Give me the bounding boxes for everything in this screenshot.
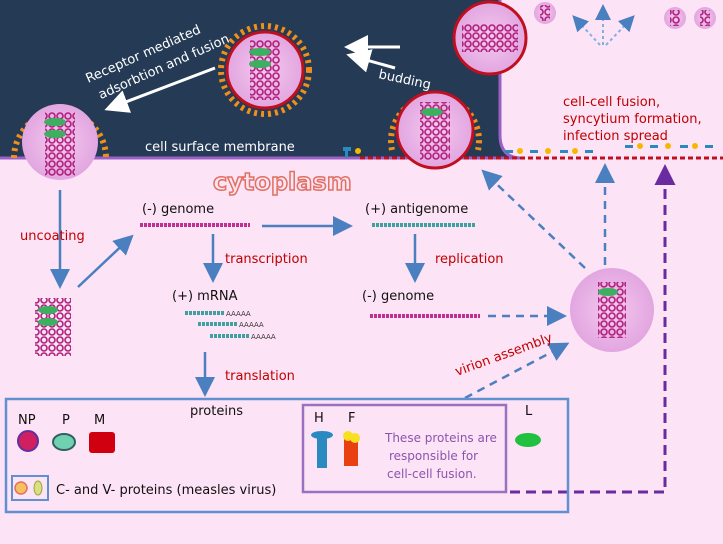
fusion-arrow [510,164,676,494]
l-protein-icon [515,433,541,447]
transcription-label: transcription [225,252,308,267]
spread-label-1: cell-cell fusion, [563,95,660,110]
p-protein-icon [52,433,76,451]
h-protein-icon [311,431,333,468]
f-protein-icon [343,431,360,466]
membrane-label: cell surface membrane [145,140,295,155]
cv-proteins-label: C- and V- proteins (measles virus) [56,483,276,498]
h-label: H [314,411,324,426]
proteins-label: proteins [190,404,243,419]
arrows-dispersal [572,4,635,46]
virion-adsorbing [11,104,109,180]
replication-label: replication [435,252,504,267]
f-label: F [348,411,355,426]
nucleocapsid-uncoated [35,298,71,356]
polya-tail: AAAAA [251,333,276,341]
neg-genome-label: (-) genome [142,202,214,217]
m-label: M [94,413,105,428]
l-label: L [525,404,533,419]
fusion-note-3: cell-cell fusion. [387,467,477,481]
proteins-box [4,397,570,514]
p-label: P [62,413,70,428]
polya-tail: AAAAA [239,321,264,329]
v-protein-icon [33,480,43,496]
polya-tail: AAAAA [226,310,251,318]
mrna-label: (+) mRNA [172,289,238,304]
uncoating-label: uncoating [20,229,85,244]
virion-free [218,23,312,117]
translation-label: translation [225,369,295,384]
m-protein-icon [89,432,115,453]
fusion-proteins-box [301,403,508,494]
virion-released [452,0,528,76]
spread-label-2: syncytium formation, [563,112,702,127]
pathway-arrows [50,190,425,397]
antigenome-label: (+) antigenome [365,202,468,217]
mrna-strands [185,311,250,338]
assembly-arrows [464,163,615,400]
np-label: NP [18,413,36,428]
virion-budding [388,90,482,170]
neg-genome-label-2: (-) genome [362,289,434,304]
virion-assembly-particle [570,268,654,352]
c-protein-icon [14,481,28,495]
virions-small [534,2,716,29]
arrow-budding [346,49,396,73]
fusion-note-2: responsible for [389,449,478,463]
fusion-note-1: These proteins are [384,431,497,445]
arrow-adsorption [104,66,216,113]
spread-label-3: infection spread [563,129,668,144]
cytoplasm-label: cytoplasm [213,168,352,196]
cv-protein-frame [11,475,49,501]
np-protein-icon [17,430,39,452]
